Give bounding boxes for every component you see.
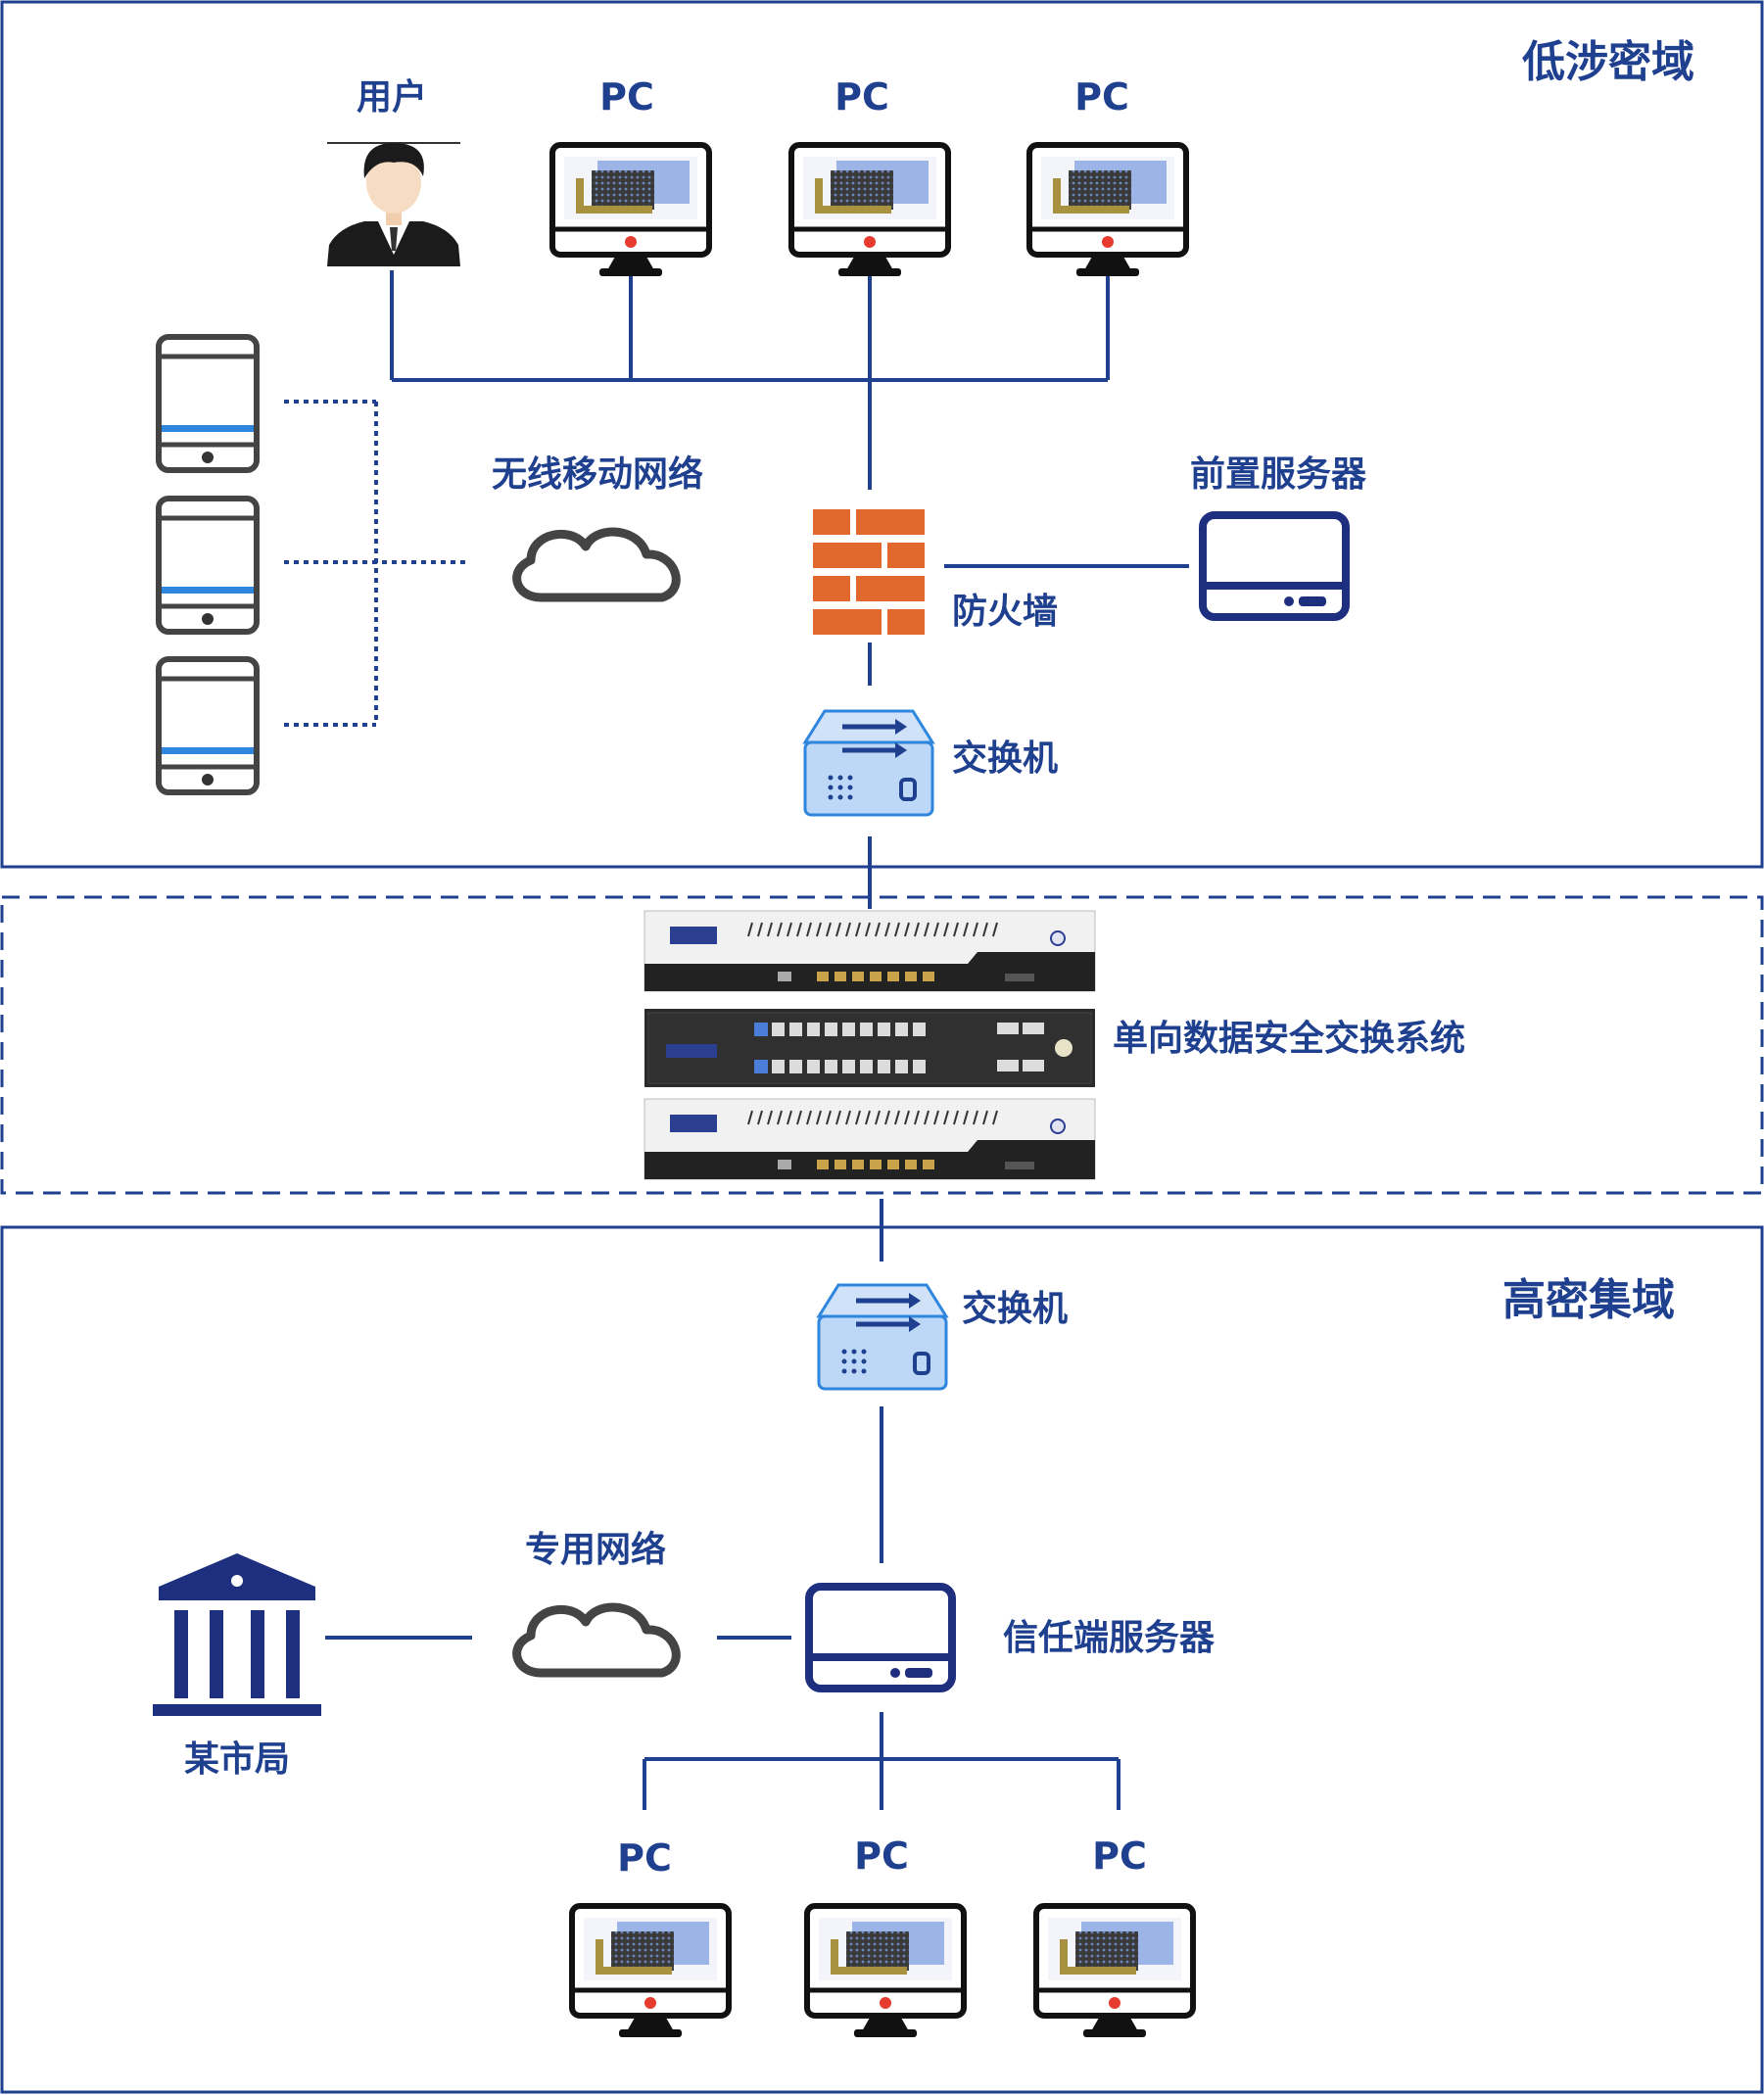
switch-high-icon xyxy=(819,1285,946,1389)
tablet-2 xyxy=(159,499,257,632)
firewall-icon xyxy=(813,509,925,635)
pc-low-1 xyxy=(552,145,709,276)
gateway-device-top xyxy=(644,910,1096,992)
trusted-server-label: 信任端服务器 xyxy=(1003,1618,1216,1658)
pc-low-2 xyxy=(791,145,948,276)
bureau-icon xyxy=(153,1553,321,1716)
wireless-cloud-icon xyxy=(517,532,677,597)
wireless-label: 无线移动网络 xyxy=(492,453,703,495)
high-zone-title: 高密集域 xyxy=(1502,1275,1675,1325)
pc-high-3-label: PC xyxy=(1092,1834,1147,1878)
switch-high-label: 交换机 xyxy=(962,1288,1068,1329)
user-label: 用户 xyxy=(357,77,427,118)
pc-low-3-label: PC xyxy=(1074,75,1129,119)
low-zone-title: 低涉密域 xyxy=(1522,37,1694,87)
connection-lines xyxy=(284,270,1189,1810)
tablet-1 xyxy=(159,337,257,470)
pc-low-1-label: PC xyxy=(599,75,654,119)
pc-low-2-label: PC xyxy=(834,75,889,119)
switch-low-label: 交换机 xyxy=(952,738,1058,779)
pc-high-2-label: PC xyxy=(854,1834,909,1878)
pc-low-3 xyxy=(1029,145,1186,276)
front-server-label: 前置服务器 xyxy=(1190,454,1367,495)
low-zone-box xyxy=(0,0,1764,869)
switch-low-icon xyxy=(805,711,932,815)
pc-high-2 xyxy=(807,1906,964,2037)
private-net-label: 专用网络 xyxy=(525,1529,666,1570)
pc-high-3 xyxy=(1036,1906,1193,2037)
private-net-cloud-icon xyxy=(517,1607,677,1673)
gateway-label: 单向数据安全交换系统 xyxy=(1113,1018,1465,1059)
pc-high-1-label: PC xyxy=(617,1836,672,1880)
firewall-label: 防火墙 xyxy=(952,592,1058,632)
bureau-label: 某市局 xyxy=(184,1739,290,1780)
front-server-icon xyxy=(1203,515,1346,617)
gateway-device-middle xyxy=(644,1008,1096,1088)
pc-high-1 xyxy=(572,1906,729,2037)
user-avatar xyxy=(327,142,460,266)
gateway-zone-box xyxy=(0,895,1764,1195)
tablet-3 xyxy=(159,659,257,792)
trusted-server-icon xyxy=(809,1587,952,1689)
gateway-device-bottom xyxy=(644,1098,1096,1180)
